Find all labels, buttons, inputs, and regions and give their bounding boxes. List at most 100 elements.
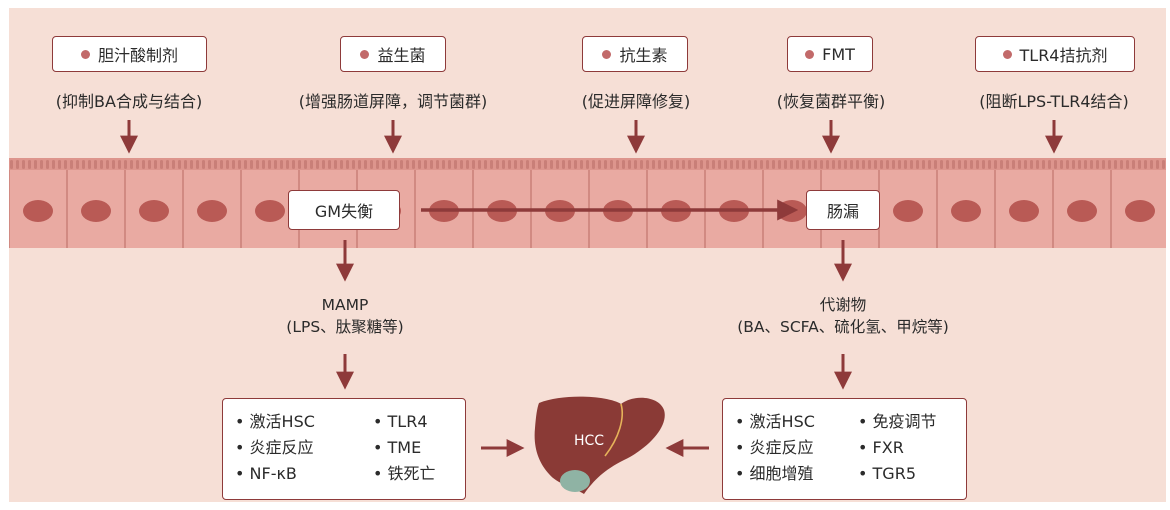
microvillus (1132, 160, 1135, 169)
microvillus (208, 160, 211, 169)
microvillus (622, 160, 625, 169)
treatment-desc-fmt: (恢复菌群平衡) (776, 92, 886, 111)
microvillus (226, 160, 229, 169)
microvillus (442, 160, 445, 169)
microvillus (760, 160, 763, 169)
microvillus (580, 160, 583, 169)
microvillus (874, 160, 877, 169)
microvillus (46, 160, 49, 169)
microvillus (286, 160, 289, 169)
microvillus (1078, 160, 1081, 169)
treatment-fmt-box: FMT (787, 36, 873, 72)
microvillus (472, 160, 475, 169)
right-effects-box: 激活HSC 炎症反应 细胞增殖 免疫调节 FXR TGR5 (722, 398, 967, 500)
microvillus (1012, 160, 1015, 169)
microvillus (1090, 160, 1093, 169)
microvillus (202, 160, 205, 169)
microvillus (616, 160, 619, 169)
microvillus (790, 160, 793, 169)
gm-imbalance-box: GM失衡 (288, 190, 400, 230)
right-effects-col1: 激活HSC 炎症反应 细胞增殖 (735, 409, 815, 487)
microvillus (748, 160, 751, 169)
microvillus (196, 160, 199, 169)
cell-nucleus (23, 200, 53, 222)
microvillus (658, 160, 661, 169)
treatment-label: FMT (822, 44, 855, 64)
microvillus (1120, 160, 1123, 169)
effect-item: FXR (858, 435, 937, 461)
microvillus (526, 160, 529, 169)
microvillus (1150, 160, 1153, 169)
microvillus (826, 160, 829, 169)
treatment-bile-acid-box: 胆汁酸制剂 (52, 36, 207, 72)
effect-item: NF-κB (235, 461, 315, 487)
microvillus (856, 160, 859, 169)
microvillus (670, 160, 673, 169)
microvillus (904, 160, 907, 169)
microvillus (1096, 160, 1099, 169)
microvillus (322, 160, 325, 169)
microvillus (832, 160, 835, 169)
microvillus (838, 160, 841, 169)
microvillus (124, 160, 127, 169)
microvillus (508, 160, 511, 169)
microvillus (166, 160, 169, 169)
microvillus (40, 160, 43, 169)
microvillus (424, 160, 427, 169)
microvillus (484, 160, 487, 169)
microvillus (766, 160, 769, 169)
microvillus (352, 160, 355, 169)
microvillus (538, 160, 541, 169)
microvillus (640, 160, 643, 169)
epithelium-layer (9, 158, 1166, 248)
microvillus (940, 160, 943, 169)
microvillus (100, 160, 103, 169)
microvillus (10, 160, 13, 169)
microvillus (1102, 160, 1105, 169)
microvillus (1036, 160, 1039, 169)
metabolites-title: 代谢物 (819, 296, 867, 314)
microvillus (1126, 160, 1129, 169)
microvillus (274, 160, 277, 169)
treatment-label: 胆汁酸制剂 (97, 46, 178, 65)
cell-nucleus (1009, 200, 1039, 222)
effect-item: TME (373, 435, 436, 461)
microvillus (694, 160, 697, 169)
microvillus (652, 160, 655, 169)
microvillus (664, 160, 667, 169)
microvillus (778, 160, 781, 169)
microvillus (910, 160, 913, 169)
cell-nucleus (1125, 200, 1155, 222)
microvillus (376, 160, 379, 169)
microvillus (814, 160, 817, 169)
liver-label: HCC (574, 433, 604, 449)
microvillus (220, 160, 223, 169)
microvillus (340, 160, 343, 169)
microvillus (394, 160, 397, 169)
microvillus (388, 160, 391, 169)
treatment-desc-tlr4: (阻断LPS-TLR4结合) (979, 92, 1129, 111)
microvillus (742, 160, 745, 169)
microvillus (466, 160, 469, 169)
microvillus (478, 160, 481, 169)
bullet-dot-icon (805, 49, 815, 59)
microvillus (886, 160, 889, 169)
effect-item: 炎症反应 (735, 435, 815, 461)
microvillus (406, 160, 409, 169)
microvillus (952, 160, 955, 169)
microvillus (946, 160, 949, 169)
metabolites-label: 代谢物 (BA、SCFA、硫化氢、甲烷等) (737, 294, 949, 338)
microvillus (58, 160, 61, 169)
microvillus (880, 160, 883, 169)
microvillus (808, 160, 811, 169)
microvillus (70, 160, 73, 169)
microvillus (1006, 160, 1009, 169)
microvillus (88, 160, 91, 169)
liver-icon (534, 396, 665, 494)
treatment-label: TLR4拮抗剂 (1019, 46, 1108, 65)
microvillus (316, 160, 319, 169)
treatment-desc-bile-acid: (抑制BA合成与结合) (55, 92, 203, 111)
left-effects-col2: TLR4 TME 铁死亡 (373, 409, 436, 487)
microvillus (730, 160, 733, 169)
microvillus (1114, 160, 1117, 169)
